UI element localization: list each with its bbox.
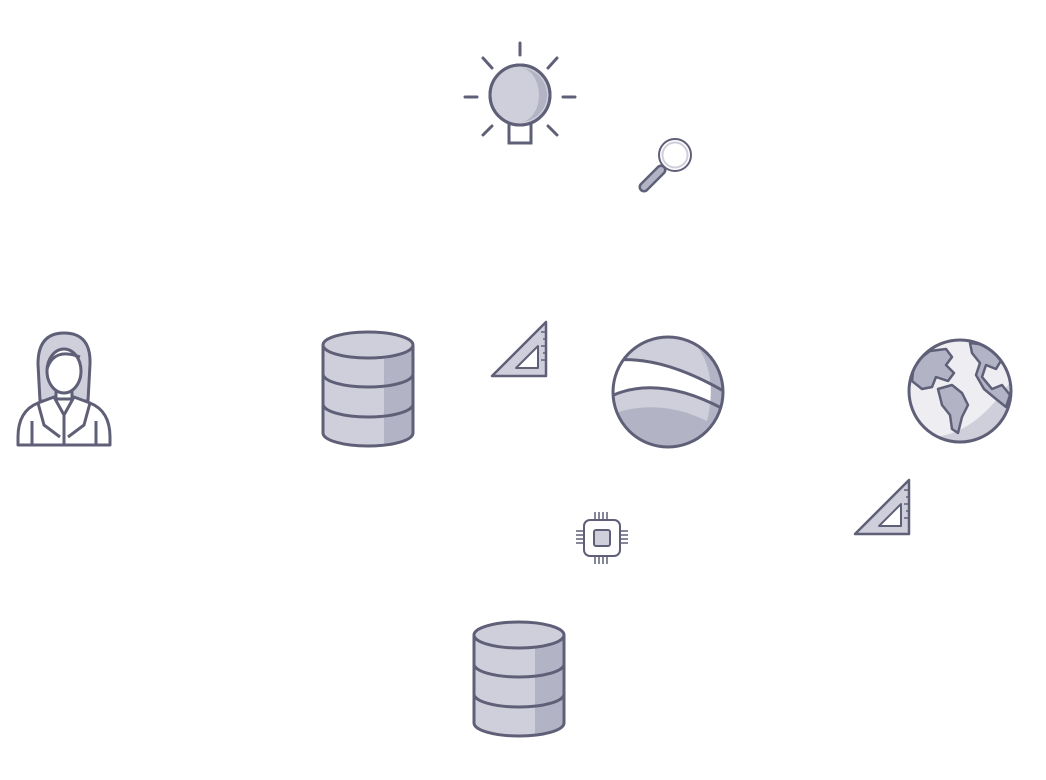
chip-icon: [574, 510, 630, 566]
user-woman-icon: [14, 329, 116, 449]
magnifier-icon: [636, 137, 696, 195]
globe-icon: [906, 333, 1016, 449]
ball-icon: [609, 333, 727, 451]
database-icon: [471, 620, 567, 740]
database-icon: [320, 330, 416, 450]
set-square-icon: [489, 319, 551, 379]
set-square-icon: [852, 477, 914, 537]
lightbulb-icon: [463, 41, 577, 147]
